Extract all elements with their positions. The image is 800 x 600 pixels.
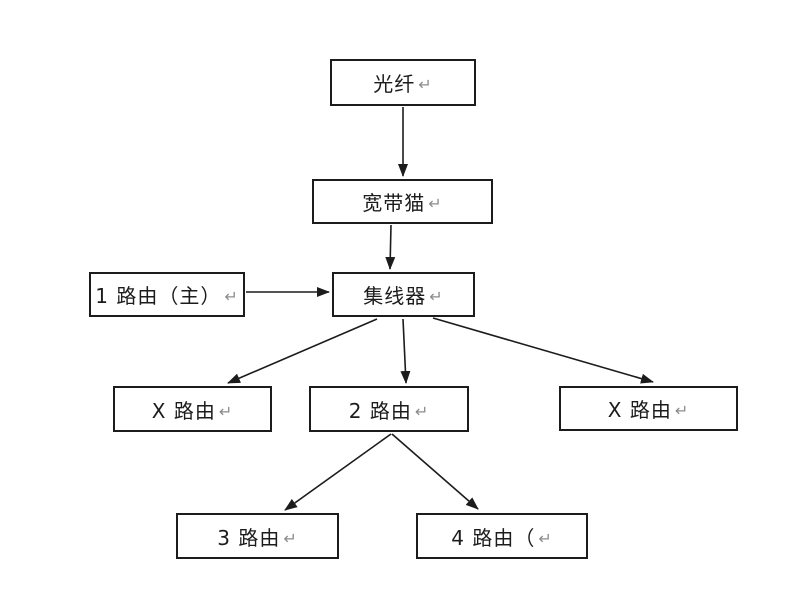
edge-hub-routerx-left — [227, 318, 378, 384]
return-mark-icon: ↵ — [674, 401, 690, 420]
node-router-1-main-label: 1 路由（主） — [95, 284, 222, 308]
node-router-3: 3 路由↵ — [176, 513, 339, 559]
edge-router2-router3 — [284, 433, 392, 511]
return-mark-icon: ↵ — [429, 287, 444, 306]
node-router-1-main: 1 路由（主）↵ — [89, 272, 245, 317]
return-mark-icon: ↵ — [224, 287, 239, 306]
node-router-x-right-label: X 路由 — [607, 398, 672, 422]
edge-hub-router2 — [400, 318, 411, 384]
node-router-x-left: X 路由↵ — [113, 386, 272, 432]
node-router-x-right: X 路由↵ — [559, 386, 738, 431]
edge-router2-router4 — [391, 433, 479, 510]
node-hub: 集线器↵ — [332, 272, 475, 317]
return-mark-icon: ↵ — [428, 194, 443, 213]
return-mark-icon: ↵ — [283, 528, 298, 548]
node-fiber: 光纤↵ — [330, 59, 476, 106]
node-router-3-label: 3 路由 — [217, 525, 281, 550]
node-router-4: 4 路由（↵ — [416, 513, 588, 559]
edge-hub-routerx-right — [432, 317, 654, 384]
node-router-4-label: 4 路由（ — [451, 525, 536, 550]
node-hub-label: 集线器 — [363, 284, 427, 308]
node-modem: 宽带猫↵ — [312, 179, 493, 224]
return-mark-icon: ↵ — [218, 401, 234, 421]
edge-modem-hub — [385, 224, 396, 270]
return-mark-icon: ↵ — [538, 528, 553, 548]
node-router-2-label: 2 路由 — [348, 398, 412, 423]
return-mark-icon: ↵ — [418, 75, 433, 94]
node-router-x-left-label: X 路由 — [151, 398, 216, 423]
node-router-2: 2 路由↵ — [309, 386, 469, 432]
return-mark-icon: ↵ — [414, 401, 430, 421]
node-modem-label: 宽带猫 — [362, 191, 426, 215]
node-fiber-label: 光纤 — [373, 72, 416, 96]
